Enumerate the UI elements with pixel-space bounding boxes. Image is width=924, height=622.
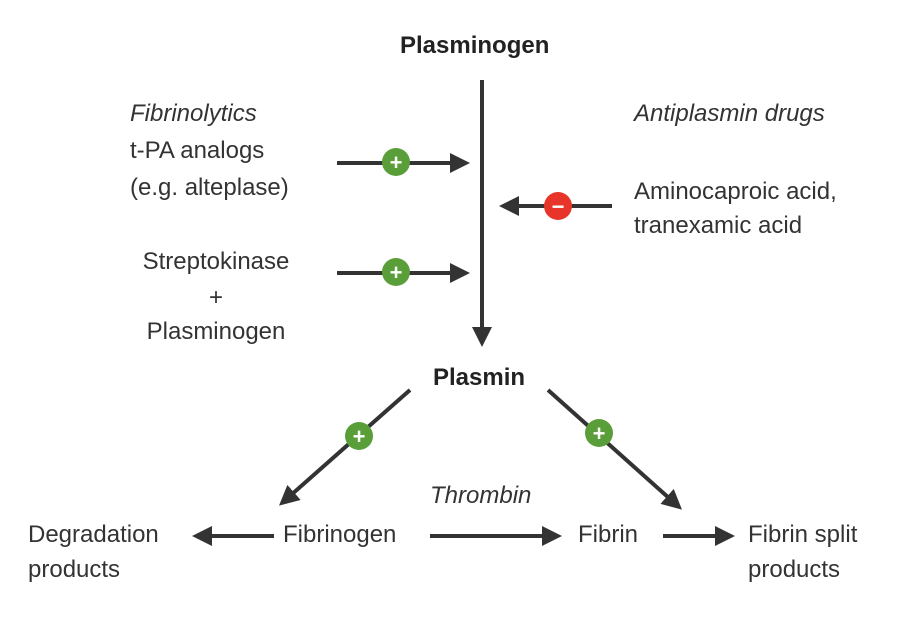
plus-badge-streptokinase: + [382, 258, 410, 286]
fibrin-split-products-line2: products [748, 556, 841, 583]
antiplasmin-heading: Antiplasmin drugs [634, 100, 825, 127]
plus-badge-tpa: + [382, 148, 410, 176]
degradation-products-line2: products [28, 556, 121, 583]
svg-text:+: + [593, 421, 606, 446]
fibrin-split-products-line1: Fibrin split [748, 521, 858, 548]
thrombin-label: Thrombin [430, 482, 532, 509]
streptokinase-plus-sign: + [208, 284, 223, 311]
tranexamic-acid-label: tranexamic acid [634, 212, 803, 239]
tpa-analogs-label: t-PA analogs [130, 137, 265, 164]
svg-text:+: + [390, 150, 403, 175]
fibrin-node: Fibrin [578, 521, 639, 548]
tpa-example-label: (e.g. alteplase) [130, 174, 289, 201]
arrow-plasmin-to-fibrinogen [279, 388, 412, 506]
minus-badge-antiplasmin: − [544, 192, 572, 220]
aminocaproic-acid-label: Aminocaproic acid, [634, 178, 837, 205]
plasmin-node: Plasmin [433, 364, 526, 391]
arrow-plasmin-to-fibrin [546, 388, 682, 510]
svg-text:+: + [390, 260, 403, 285]
svg-text:−: − [552, 194, 565, 219]
fibrinogen-node: Fibrinogen [283, 521, 397, 548]
fibrinolytics-heading: Fibrinolytics [130, 100, 257, 127]
svg-text:+: + [353, 424, 366, 449]
plus-badge-plasmin-fibrin: + [585, 419, 613, 447]
plus-badge-plasmin-fibrinogen: + [345, 422, 373, 450]
streptokinase-label: Streptokinase [142, 248, 290, 275]
plasminogen-node: Plasminogen [400, 32, 550, 59]
streptokinase-plasminogen-label: Plasminogen [146, 318, 286, 345]
degradation-products-line1: Degradation [28, 521, 159, 548]
